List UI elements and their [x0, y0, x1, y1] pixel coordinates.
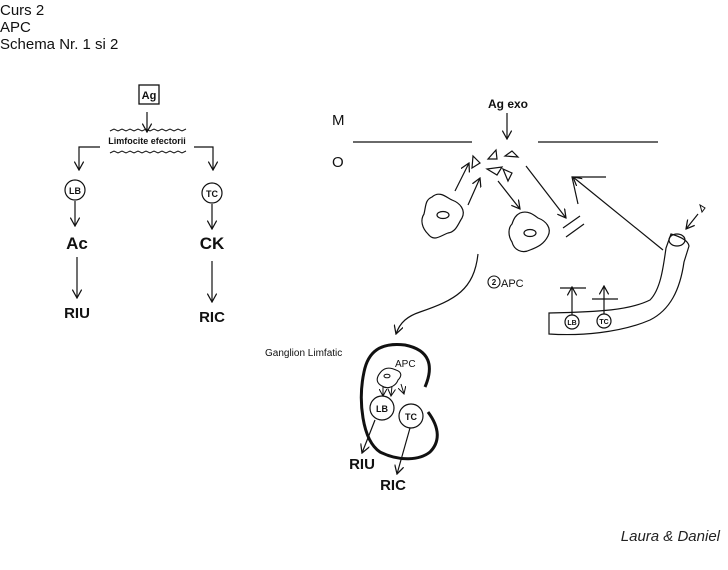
- apc-uptake-arrow-2: [467, 178, 480, 206]
- barrier-line-1: [562, 215, 581, 229]
- lb-label: LB: [69, 186, 81, 196]
- node-lb-cell: [369, 395, 395, 421]
- node-tc-label: TC: [405, 412, 417, 422]
- node-apc-nucleus: [383, 373, 391, 379]
- riu-label: RIU: [64, 305, 90, 322]
- course-title: Curs 2: [0, 2, 45, 19]
- ric-label: RIC: [199, 309, 225, 326]
- wavy-line-top: [109, 128, 187, 132]
- left-branch-arrow: [79, 146, 100, 170]
- incoming-antigen: [699, 203, 706, 214]
- lb-to-riu-arrow: [362, 419, 376, 453]
- barrier-line-2: [565, 223, 585, 238]
- incoming-antigen-arrow: [686, 213, 699, 229]
- lb-cell: [64, 179, 86, 201]
- node-riu-label: RIU: [349, 456, 375, 473]
- schema-1: Ag Limfocite efectorii LB TC Ac CK RIU R…: [64, 84, 225, 326]
- node-apc-arrow-3: [401, 383, 404, 394]
- layer-m-label: M: [332, 112, 345, 129]
- antigen-particles: [471, 148, 520, 183]
- antigen-label: Ag: [142, 90, 157, 102]
- node-apc-label: APC: [395, 359, 416, 370]
- ck-label: CK: [200, 234, 225, 253]
- antigen-to-vessel-arrow: [525, 165, 566, 218]
- apc-nucleus-1: [436, 210, 450, 220]
- right-branch-arrow: [194, 146, 213, 170]
- wavy-line-bottom: [109, 150, 187, 154]
- layer-o-label: O: [332, 154, 344, 171]
- tc-label: TC: [206, 189, 218, 199]
- ag-exo-label: Ag exo: [488, 97, 528, 111]
- step-2-label: APC: [501, 278, 524, 290]
- apc-uptake-arrow-1: [454, 163, 469, 192]
- author-credit: Laura & Daniel: [620, 528, 720, 545]
- vessel-lb-cell: [564, 314, 580, 330]
- tc-cell: [201, 182, 223, 204]
- node-lb-label: LB: [376, 404, 388, 414]
- vessel-lb-label: LB: [567, 320, 576, 327]
- effector-label: Limfocite efectorii: [108, 136, 186, 146]
- node-ric-label: RIC: [380, 477, 406, 494]
- step-2-number: 2: [492, 278, 497, 287]
- tc-to-ric-arrow: [397, 427, 411, 474]
- lymph-node-label: Ganglion Limfatic: [265, 348, 342, 359]
- node-apc-arrow-2: [391, 385, 392, 396]
- ac-label: Ac: [66, 234, 88, 253]
- vessel-tc-cell: [596, 313, 612, 329]
- schema-title: Schema Nr. 1 si 2: [0, 36, 119, 53]
- vessel-to-tissue-arrow: [573, 177, 664, 251]
- antigen-to-apc2-arrow: [497, 180, 520, 209]
- schema-2: M O Ag exo LB: [265, 97, 706, 494]
- step-2-marker: [487, 275, 501, 289]
- return-arrow-bracket: [571, 176, 606, 205]
- lymph-node-outline: [359, 342, 439, 461]
- node-tc-cell: [398, 403, 424, 429]
- apc-cell-2: [508, 211, 550, 253]
- antigen-box: [138, 84, 160, 105]
- topic-title: APC: [0, 19, 31, 36]
- apc-nucleus-2: [523, 228, 537, 238]
- vessel-tc-label: TC: [599, 319, 608, 326]
- node-apc-cell: [376, 367, 402, 389]
- apc-migration-arrow: [396, 253, 479, 334]
- apc-cell-1: [421, 193, 464, 239]
- vessel-opening: [668, 233, 686, 247]
